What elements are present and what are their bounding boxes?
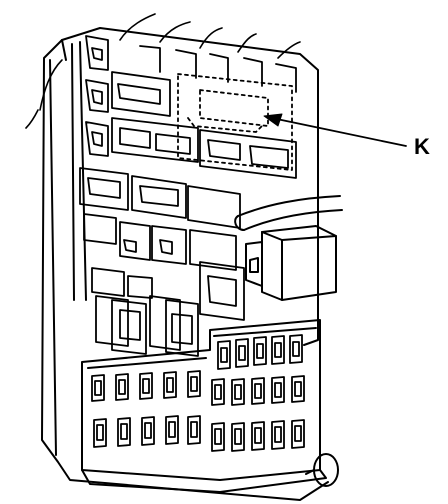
latch-roller xyxy=(305,453,339,487)
fuse-row-lower xyxy=(93,415,305,452)
fuse-panel xyxy=(81,319,327,493)
fuse-row-middle xyxy=(91,370,305,406)
relay-sockets-lower xyxy=(91,261,245,357)
relay-block-right xyxy=(245,225,337,301)
relay-sockets-upper xyxy=(85,35,297,179)
callout-arrow xyxy=(263,113,407,147)
relay-sockets-middle xyxy=(79,167,241,271)
fuse-row-upper-right xyxy=(217,334,303,370)
wire-harness xyxy=(25,13,301,129)
housing-outline xyxy=(41,27,329,501)
callout-label-k: K xyxy=(414,134,430,159)
cable-bundle xyxy=(234,195,343,231)
callout-target-outline xyxy=(177,73,293,171)
